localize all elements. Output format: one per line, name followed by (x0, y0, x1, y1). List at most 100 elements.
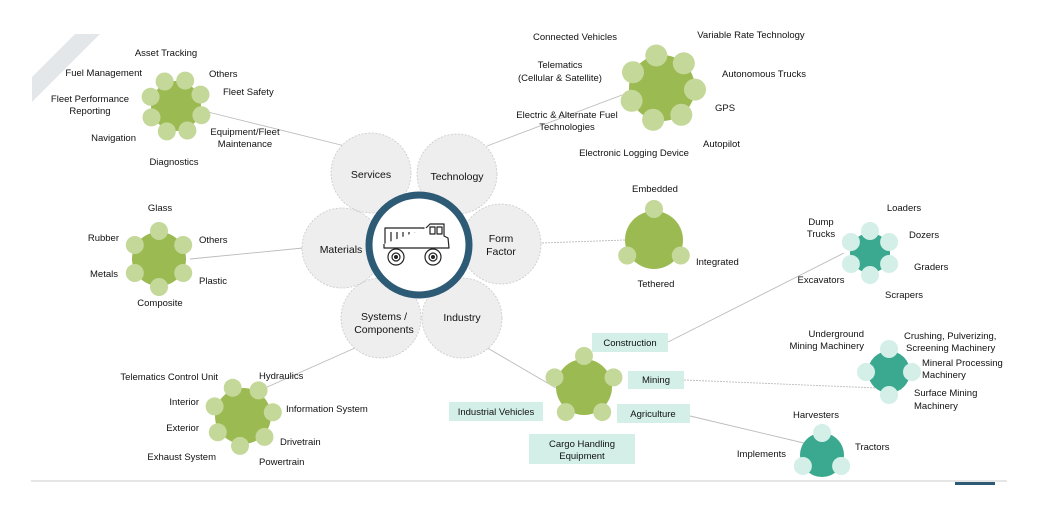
leaf-label: Scrapers (885, 290, 923, 301)
industry-box-industrial-vehicles[interactable]: Industrial Vehicles (449, 402, 543, 421)
leaf-label: Harvesters (793, 410, 839, 421)
industry-box-mining[interactable]: Mining (628, 371, 684, 389)
flower-petal (645, 44, 668, 67)
leaf-label: Asset Tracking (135, 48, 197, 59)
industry-box-construction[interactable]: Construction (592, 333, 668, 352)
mining-flower (857, 340, 921, 404)
leaf-label: Electronic Logging Device (579, 148, 689, 159)
leaf-label: Tethered (638, 279, 675, 290)
leaf-label: Trucks (807, 229, 835, 240)
agriculture-cluster-labels: Harvesters Implements Tractors (737, 410, 890, 460)
category-label: Form (489, 233, 514, 245)
flower-core (868, 351, 910, 393)
category-label: Factor (486, 246, 516, 258)
leaf-label: Reporting (69, 106, 110, 117)
leaf-label: Plastic (199, 276, 227, 287)
category-label: Technology (430, 171, 484, 183)
leaf-label: Graders (914, 262, 949, 273)
industry-boxes: Construction Mining Agriculture Industri… (449, 333, 690, 464)
technology-flower (620, 44, 706, 131)
construction-flower (841, 222, 899, 284)
flower-petal (150, 278, 168, 296)
category-form-factor[interactable]: Form Factor (460, 203, 542, 285)
technology-cluster-labels: Connected Vehicles Variable Rate Technol… (516, 30, 806, 159)
leaf-label: Telematics Control Unit (120, 372, 218, 383)
materials-cluster-labels: Glass Rubber Others Metals Plastic Compo… (88, 203, 228, 309)
category-services[interactable]: Services (330, 132, 412, 214)
flower-core (151, 81, 201, 131)
flower-petal (192, 106, 211, 125)
flower-petal (125, 264, 144, 282)
flower-petal (880, 233, 899, 251)
connector-systems (255, 347, 356, 393)
industry-box-cargo-handling[interactable]: Cargo Handling Equipment (529, 434, 635, 464)
leaf-label: Glass (148, 203, 173, 214)
flower-petal (645, 200, 663, 218)
systems-cluster-labels: Telematics Control Unit Hydraulics Inter… (120, 371, 368, 468)
flower-petal (231, 436, 249, 455)
connector-mining (683, 379, 903, 390)
leaf-label: Others (209, 69, 238, 80)
flower-petal (174, 264, 193, 282)
connector-construction (667, 252, 845, 343)
category-industry[interactable]: Industry (421, 277, 503, 359)
flower-petal (841, 233, 860, 251)
flower-petal (642, 108, 665, 131)
leaf-label: Fuel Management (65, 68, 142, 79)
leaf-label: Autopilot (703, 139, 740, 150)
category-label: Components (354, 324, 414, 336)
box-label: Equipment (559, 451, 605, 462)
leaf-label: Information System (286, 404, 368, 415)
leaf-label: Mining Machinery (790, 341, 865, 352)
leaf-label: Implements (737, 449, 786, 460)
box-label: Construction (603, 338, 656, 349)
leaf-label: Fleet Performance (51, 94, 129, 105)
industry-box-agriculture[interactable]: Agriculture (617, 404, 690, 423)
leaf-label: Connected Vehicles (533, 32, 617, 43)
construction-cluster-labels: Loaders Dump Trucks Dozers Graders Excav… (798, 203, 949, 301)
agriculture-flower (793, 424, 851, 477)
category-label: Systems / (361, 311, 407, 323)
mining-cluster-labels: Underground Mining Machinery Crushing, P… (790, 329, 1003, 412)
leaf-label: Crushing, Pulverizing, (904, 331, 996, 342)
category-technology[interactable]: Technology (416, 133, 498, 215)
leaf-label: Dump (808, 217, 833, 228)
box-label: Cargo Handling (549, 439, 615, 450)
leaf-label: Loaders (887, 203, 922, 214)
flower-petal (208, 423, 227, 442)
leaf-label: Dozers (909, 230, 939, 241)
flower-petal (150, 222, 168, 240)
flower-petal (604, 368, 623, 387)
flower-petal (880, 386, 898, 404)
flower-petal (832, 457, 851, 475)
form-factor-flower (618, 200, 690, 269)
connector-technology (486, 94, 623, 147)
dump-truck-icon (383, 223, 450, 266)
category-label: Materials (320, 244, 363, 256)
flower-petal (841, 255, 860, 273)
flower-petal (263, 403, 282, 422)
leaf-label: Electric & Alternate Fuel (516, 110, 617, 121)
leaf-label: Navigation (91, 133, 136, 144)
flower-petal (142, 108, 161, 127)
leaf-label: Variable Rate Technology (697, 30, 805, 41)
connector-lines (189, 94, 903, 445)
connector-form-factor (541, 239, 626, 244)
flower-petal (857, 363, 875, 381)
flower-petal (545, 368, 564, 387)
flower-petal (813, 424, 831, 442)
flower-petal (861, 266, 879, 284)
flower-petal (880, 340, 898, 358)
flower-petal (176, 71, 195, 90)
connector-agriculture (689, 415, 809, 445)
materials-flower (125, 222, 193, 296)
flower-petal (618, 246, 637, 265)
leaf-label: Exterior (166, 423, 199, 434)
leaf-label: GPS (715, 103, 735, 114)
flower-petal (255, 427, 274, 446)
flower-petal (223, 378, 242, 397)
leaf-label: Others (199, 235, 228, 246)
category-systems[interactable]: Systems / Components (340, 277, 422, 359)
flower-petal (575, 347, 593, 365)
leaf-label: Autonomous Trucks (722, 69, 806, 80)
